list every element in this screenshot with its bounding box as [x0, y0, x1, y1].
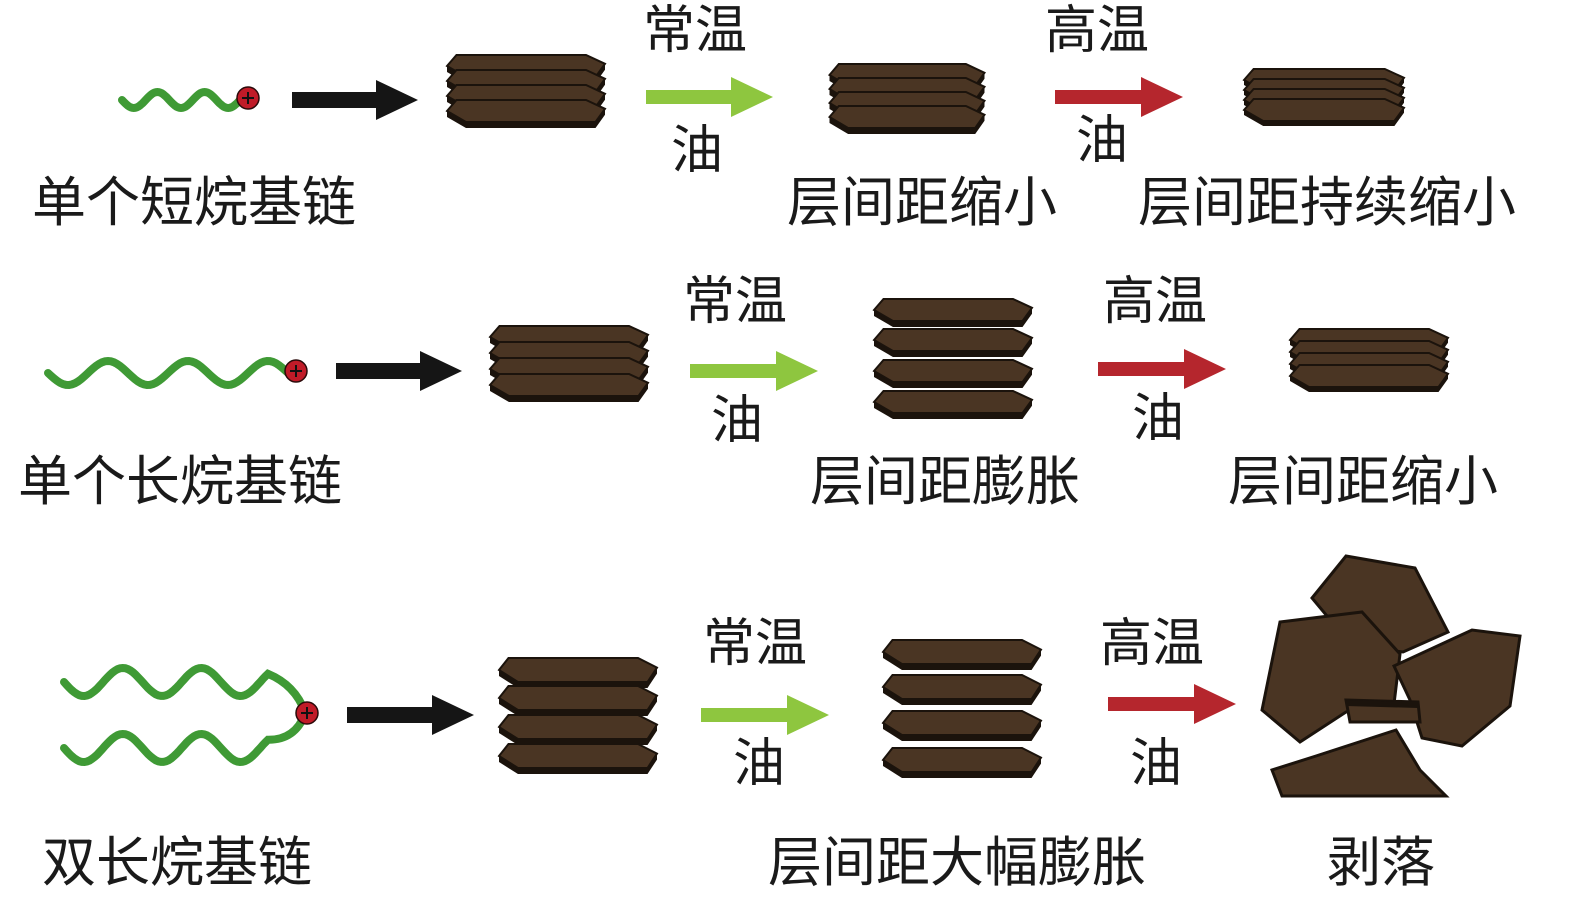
- double-alkyl-chain-lower: [60, 710, 309, 767]
- row1-step2-result: 层间距持续缩小: [1138, 171, 1516, 234]
- row1-step2-temp: 高温: [1045, 1, 1150, 61]
- row1-step1-temp: 常温: [643, 1, 748, 61]
- row2-step1-medium: 油: [711, 391, 764, 451]
- row1-arrow-red: [1055, 77, 1183, 117]
- row2-arrow-green: [690, 351, 818, 391]
- row2-stack-initial: [488, 325, 650, 402]
- long-alkyl-chain: [44, 356, 292, 390]
- row1-step1-medium: 油: [671, 121, 724, 181]
- double-alkyl-chain-upper: [60, 663, 309, 716]
- polar-head-3: [295, 701, 319, 725]
- layer-stacks: [445, 54, 1522, 798]
- row1-step1-result: 层间距缩小: [787, 171, 1057, 234]
- short-alkyl-chain: [118, 87, 244, 113]
- row1-step2-medium: 油: [1076, 111, 1129, 171]
- process-arrows: [292, 77, 1236, 735]
- row3-step1-medium: 油: [733, 734, 786, 794]
- exfoliated-sheets: [1260, 554, 1522, 798]
- row2-arrow-black: [336, 351, 462, 391]
- row2-chain-label: 单个长烷基链: [18, 450, 342, 513]
- row3-chain-label: 双长烷基链: [42, 831, 312, 894]
- row3-arrow-green: [701, 695, 829, 735]
- row1-chain-label: 单个短烷基链: [32, 171, 356, 234]
- row2-arrow-red: [1098, 349, 1226, 389]
- row3-stack-greatly-expanded: [881, 639, 1043, 778]
- row2-step2-temp: 高温: [1103, 272, 1208, 332]
- row3-step2-medium: 油: [1130, 734, 1183, 794]
- row3-arrow-red: [1108, 684, 1236, 724]
- polar-head-2: [284, 359, 308, 383]
- row2-stack-expanded: [872, 298, 1034, 419]
- row2-step2-medium: 油: [1132, 389, 1185, 449]
- row1-stack-initial: [445, 54, 607, 128]
- row3-stack-initial: [497, 657, 659, 774]
- row2-stack-shrunk: [1288, 328, 1450, 392]
- row2-step2-result: 层间距缩小: [1228, 450, 1498, 513]
- row2-step1-result: 层间距膨胀: [810, 450, 1080, 513]
- row1-stack-shrunk: [827, 63, 987, 134]
- row3-arrow-black: [347, 695, 474, 735]
- row3-step2-result: 剥落: [1327, 831, 1435, 894]
- polar-head-1: [236, 86, 260, 110]
- row1-stack-further-shrunk: [1242, 68, 1406, 126]
- row3-step2-temp: 高温: [1100, 614, 1205, 674]
- alkyl-chains: [44, 86, 319, 767]
- row1-arrow-green: [646, 77, 773, 117]
- row1-arrow-black: [292, 80, 418, 120]
- row3-step1-result: 层间距大幅膨胀: [768, 831, 1146, 894]
- row2-step1-temp: 常温: [683, 272, 788, 332]
- row3-step1-temp: 常温: [703, 614, 808, 674]
